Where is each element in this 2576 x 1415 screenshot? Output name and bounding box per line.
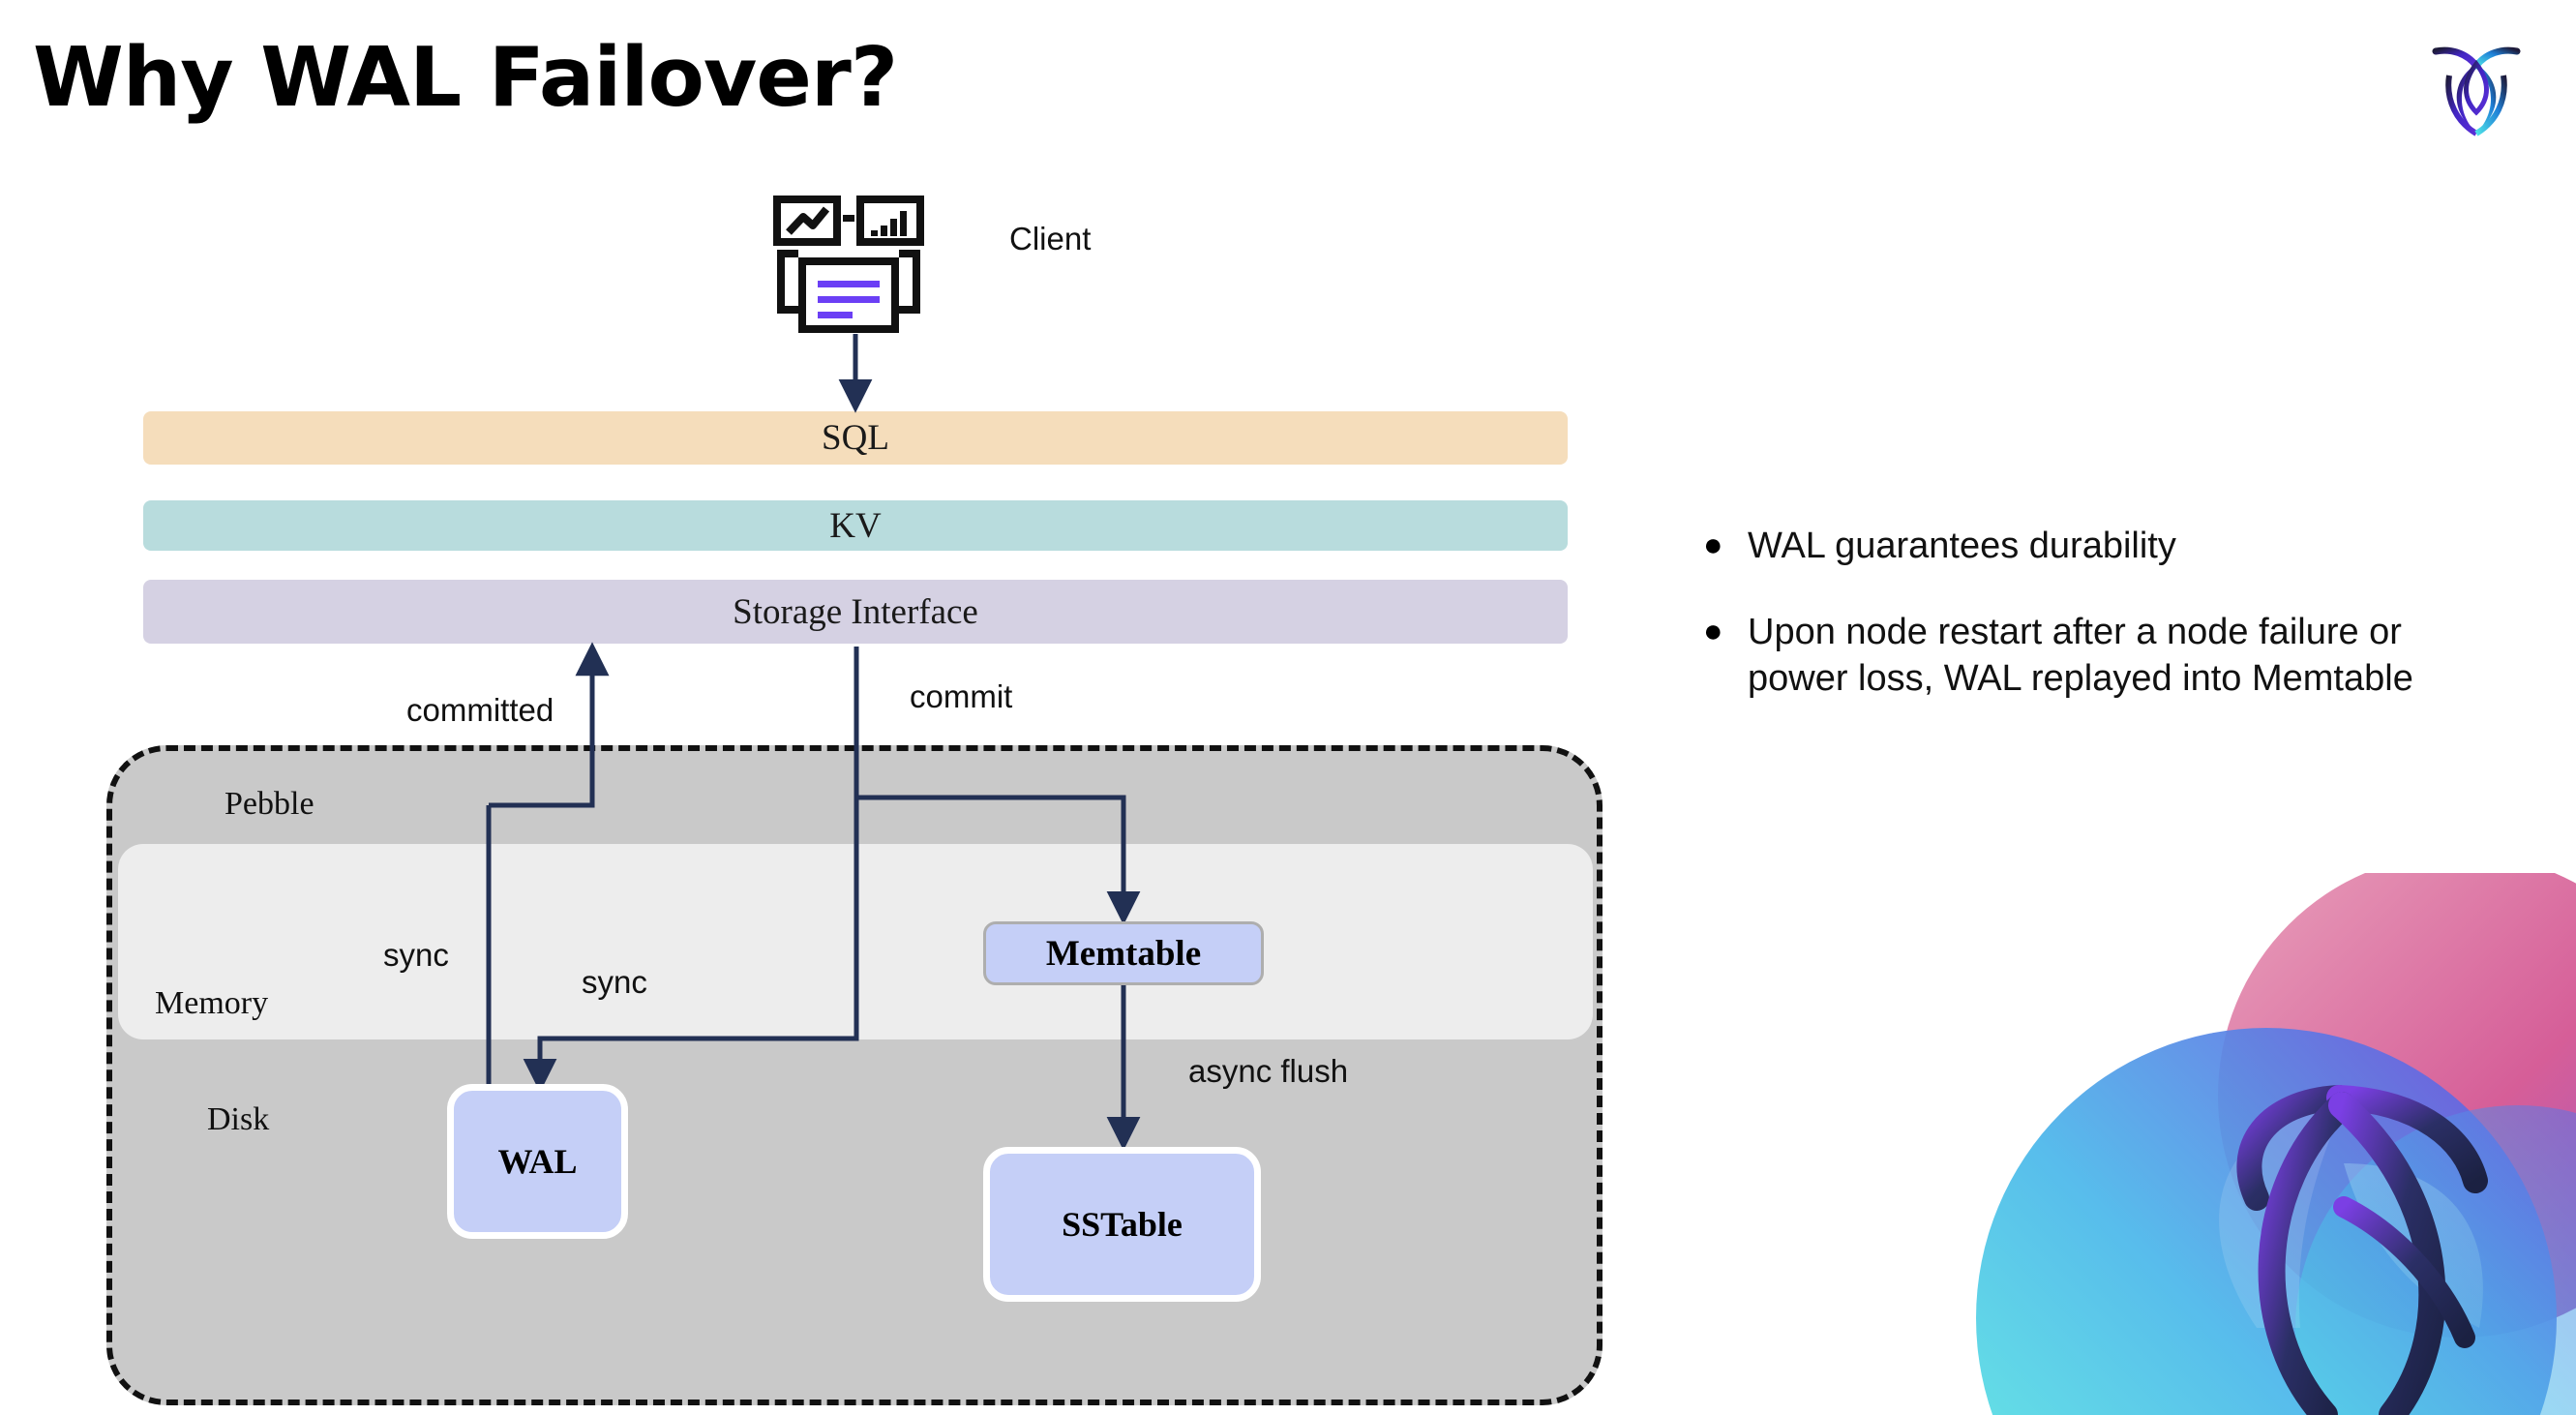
list-item: ● WAL guarantees durability [1703,523,2497,570]
bullet-marker-icon: ● [1703,527,1723,563]
connector-label-commit: commit [910,678,1013,714]
node-wal: WAL [447,1084,628,1239]
node-sstable: SSTable [983,1147,1261,1302]
architecture-diagram: Client SQL KV Storage Interface Pebble M… [106,196,1603,1405]
client-dashboard-icon [773,196,924,333]
layer-bar-kv: KV [143,500,1568,551]
bullet-text: WAL guarantees durability [1748,526,2176,566]
pebble-label: Pebble [225,786,315,822]
cockroachdb-logo-icon [2432,46,2521,136]
node-label-sstable: SSTable [1062,1205,1183,1244]
connector-label-sync-right: sync [582,964,647,1000]
connector-label-committed: committed [406,692,554,728]
node-label-memtable: Memtable [1045,933,1202,974]
layer-bar-sql: SQL [143,411,1568,465]
layer-label-kv: KV [829,505,882,546]
node-memtable: Memtable [983,921,1264,985]
disk-label: Disk [207,1101,270,1137]
connector-label-async-flush: async flush [1188,1053,1349,1089]
layer-label-storage-interface: Storage Interface [733,591,978,632]
list-item: ● Upon node restart after a node failure… [1703,609,2497,703]
memory-label: Memory [155,985,269,1021]
node-label-wal: WAL [497,1142,578,1181]
page-title: Why WAL Failover? [33,30,898,126]
bullet-list: ● WAL guarantees durability ● Upon node … [1703,523,2497,741]
layer-bar-storage-interface: Storage Interface [143,580,1568,644]
decorative-circles-graphic [1976,873,2576,1415]
client-label: Client [1009,221,1092,256]
bullet-text: Upon node restart after a node failure o… [1748,611,2413,700]
layer-label-sql: SQL [822,418,889,458]
connector-label-sync-left: sync [383,937,449,973]
bullet-marker-icon: ● [1703,612,1723,649]
memory-region [118,844,1593,1039]
